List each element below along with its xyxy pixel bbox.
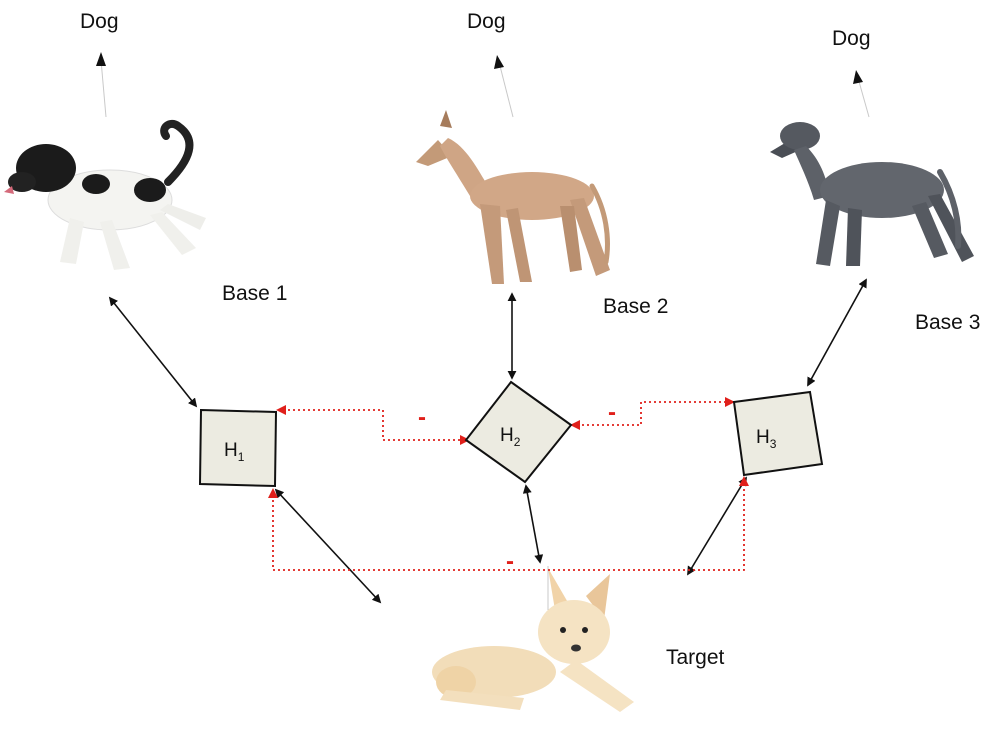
- category-arrow-base-1: [100, 59, 107, 118]
- dog-photo-target: [432, 568, 634, 712]
- inhibition-h2-h3: [570, 397, 735, 430]
- hypothesis-index: 3: [770, 437, 777, 451]
- hypothesis-letter: H: [224, 440, 238, 461]
- base-1-label: Base 1: [222, 282, 287, 305]
- inhibition-sign-h2-h3: -: [608, 399, 616, 426]
- inhibition-sign-h1-h2: -: [418, 404, 426, 431]
- svg-text:H3: H3: [756, 427, 777, 451]
- connection-base-1-h1: [108, 296, 198, 408]
- dog-photo-base-1: [4, 119, 206, 270]
- category-arrow-base-3: [857, 77, 870, 118]
- connection-h3-target: [687, 476, 747, 576]
- target-label: Target: [666, 646, 725, 669]
- dog-photo-base-2: [416, 110, 610, 284]
- hypothesis-node-h3: H3: [732, 390, 824, 477]
- hypothesis-letter: H: [500, 425, 514, 446]
- connection-h1-target: [274, 488, 382, 604]
- hypothesis-node-h1: H1: [198, 408, 278, 488]
- svg-text:H2: H2: [500, 425, 521, 449]
- inhibition-sign-h1-h3: -: [506, 548, 514, 575]
- connection-base-3-h3: [807, 278, 867, 387]
- category-label-base-2: Dog: [467, 10, 506, 33]
- category-label-base-1: Dog: [80, 10, 119, 33]
- hypothesis-index: 2: [514, 435, 521, 449]
- category-arrow-base-2: [498, 61, 514, 118]
- svg-text:H1: H1: [224, 440, 245, 464]
- base-3-label: Base 3: [915, 311, 980, 334]
- connection-h2-target: [522, 484, 544, 564]
- hypothesis-index: 1: [238, 450, 245, 464]
- category-label-base-3: Dog: [832, 27, 871, 50]
- base-2-label: Base 2: [603, 295, 668, 318]
- inhibition-h1-h2: [276, 405, 470, 445]
- inhibition-h1-h3: [268, 476, 749, 571]
- hypothesis-letter: H: [756, 427, 770, 448]
- dog-photo-base-3: [770, 122, 974, 266]
- hypothesis-node-h2: H2: [464, 380, 573, 484]
